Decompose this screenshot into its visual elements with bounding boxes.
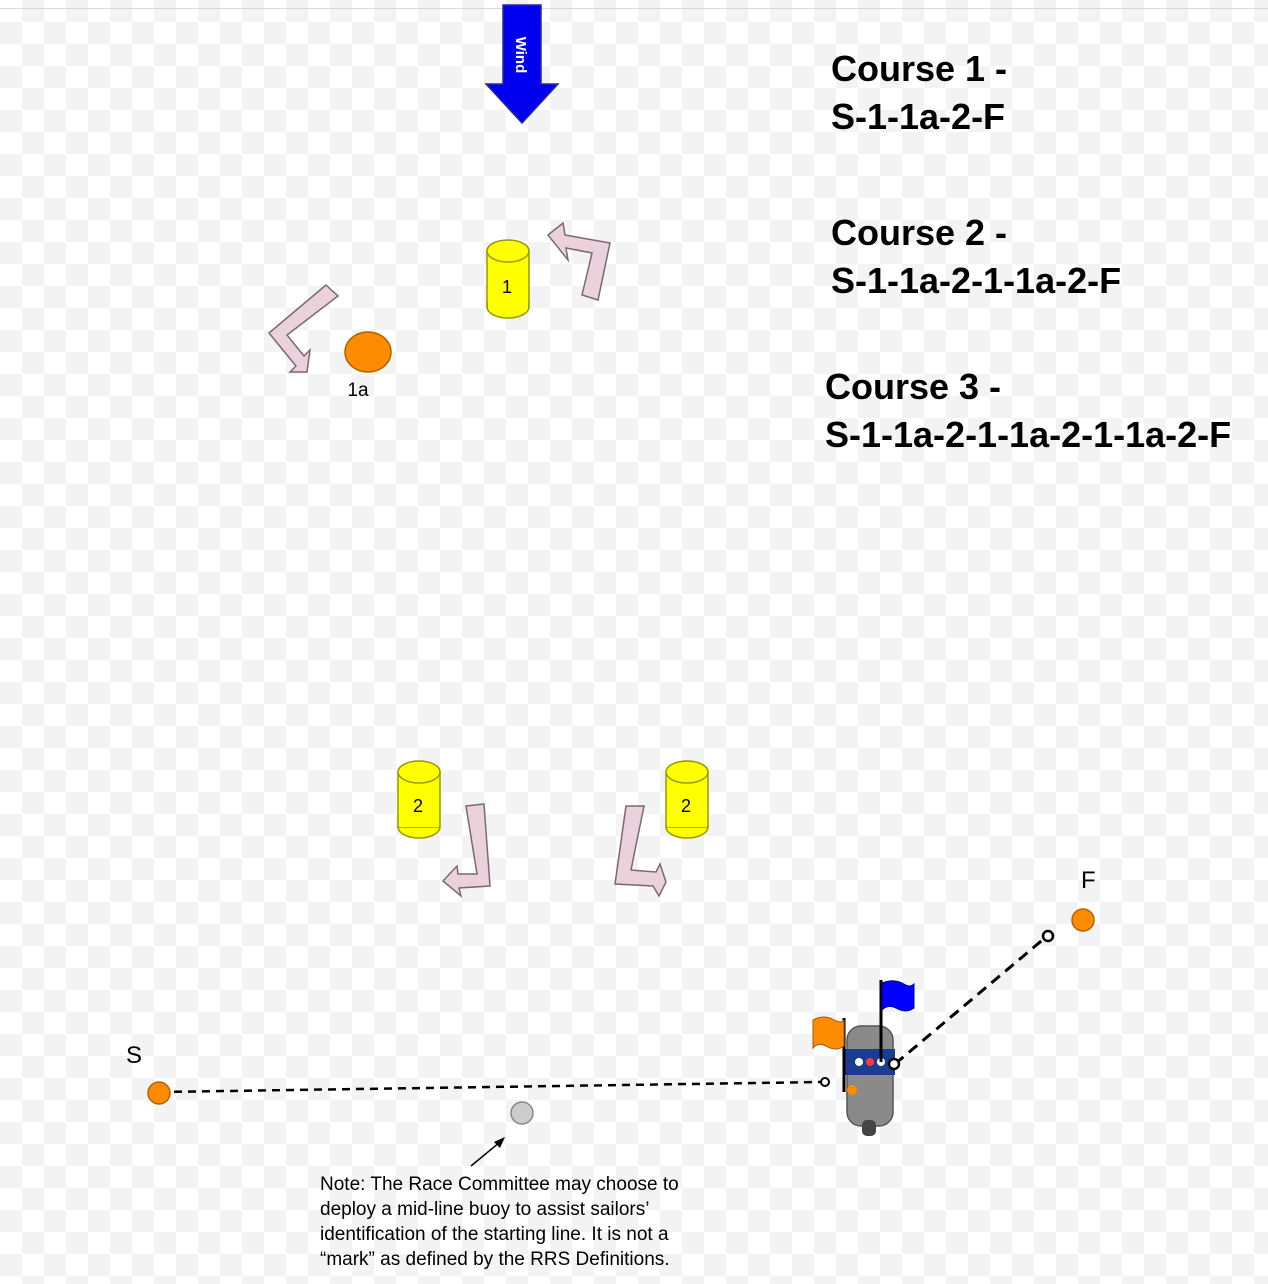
course-1-heading: Course 1 - S-1-1a-2-F bbox=[831, 45, 1007, 141]
start-pin-buoy bbox=[147, 1081, 171, 1105]
mark-2-left-buoy: 2 bbox=[397, 760, 441, 839]
start-line bbox=[159, 1080, 823, 1094]
arrowhead-icon bbox=[494, 1137, 505, 1148]
course-1-title: Course 1 - bbox=[831, 48, 1008, 89]
course-1-sequence: S-1-1a-2-F bbox=[831, 96, 1006, 137]
course-2-sequence: S-1-1a-2-1-1a-2-F bbox=[831, 260, 1122, 301]
note-line-2: deploy a mid-line buoy to assist sailors… bbox=[320, 1199, 650, 1220]
finish-label: F bbox=[1081, 867, 1096, 894]
finish-pin-buoy bbox=[1071, 908, 1095, 932]
mark-1-buoy: 1 bbox=[486, 239, 530, 319]
note-line-4: “mark” as defined by the RRS Definitions… bbox=[320, 1249, 670, 1270]
note-line-3: identification of the starting line. It … bbox=[320, 1224, 669, 1245]
mark-2-right-label: 2 bbox=[681, 796, 691, 816]
start-label: S bbox=[126, 1042, 143, 1069]
course-3-heading: Course 3 - S-1-1a-2-1-1a-2-1-1a-2-F bbox=[825, 363, 1231, 459]
course-3-title: Course 3 - bbox=[825, 366, 1002, 407]
note-line-1: Note: The Race Committee may choose to bbox=[320, 1174, 679, 1195]
finish-line bbox=[894, 935, 1047, 1066]
committee-boat-icon bbox=[812, 980, 915, 1136]
mark-2-left-label: 2 bbox=[413, 796, 423, 816]
mark-1a-label: 1a bbox=[347, 380, 369, 401]
rounding-arrow-icon bbox=[441, 803, 491, 899]
top-divider bbox=[0, 8, 1268, 9]
rounding-arrow-icon bbox=[267, 284, 340, 373]
course-2-heading: Course 2 - S-1-1a-2-1-1a-2-F bbox=[831, 209, 1121, 305]
mark-2-right-buoy: 2 bbox=[665, 760, 709, 839]
rounding-arrow-icon bbox=[614, 805, 667, 898]
rounding-arrow-icon bbox=[546, 221, 611, 301]
wind-arrow-icon: Wind bbox=[484, 4, 560, 125]
midline-buoy-note: Note: The Race Committee may choose to d… bbox=[320, 1172, 760, 1272]
wind-label: Wind bbox=[512, 37, 529, 74]
course-3-sequence: S-1-1a-2-1-1a-2-1-1a-2-F bbox=[825, 414, 1232, 455]
start-line-end-icon bbox=[820, 1077, 830, 1087]
midline-buoy bbox=[510, 1101, 534, 1125]
finish-line-end-icon bbox=[1041, 929, 1055, 943]
mark-1a-buoy bbox=[344, 331, 392, 373]
mark-1-label: 1 bbox=[502, 277, 512, 297]
note-pointer-arrow bbox=[470, 1141, 501, 1167]
course-2-title: Course 2 - bbox=[831, 212, 1008, 253]
